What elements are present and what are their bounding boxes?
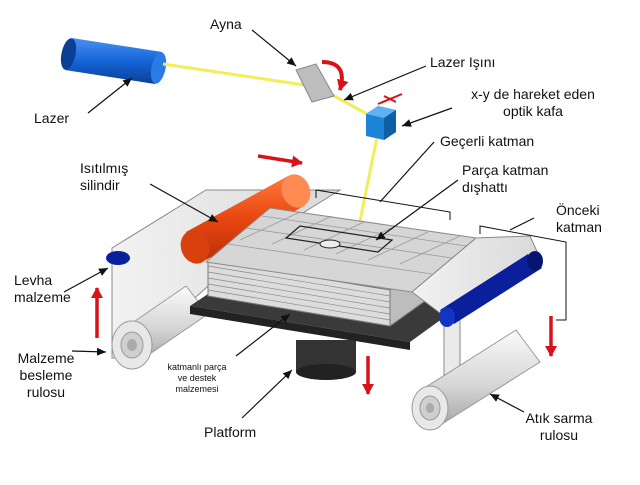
label-current-layer: Geçerli katman	[440, 133, 535, 149]
label-heated-roller: Isıtılmış silindir	[80, 160, 129, 193]
previous-layer-bracket	[479, 225, 567, 321]
right-guide-roller	[439, 251, 543, 327]
current-layer-bracket	[315, 189, 451, 220]
label-mirror: Ayna	[210, 16, 242, 32]
left-guide-roller	[106, 251, 130, 265]
label-part-outline: Parça katman dışhattı	[462, 162, 549, 195]
leader-lines	[63, 29, 535, 419]
current-layer-sheet	[204, 207, 478, 293]
label-previous-layer: Önceki katman	[556, 202, 602, 235]
label-optical-head: x-y de hareket eden optik kafa	[471, 86, 595, 119]
label-laser: Lazer	[34, 110, 70, 126]
label-platform: Platform	[204, 424, 257, 440]
mirror-rotation-arrow	[321, 60, 349, 91]
heated-roller	[180, 174, 311, 264]
label-sheet-material: Levha malzeme	[14, 272, 71, 305]
optical-head	[366, 106, 396, 140]
label-layered-part: katmanlı parça ve destek malzemesi	[167, 362, 227, 394]
roller-motion-arrow	[257, 154, 303, 168]
mirror	[295, 63, 335, 103]
xy-motion-arrows	[377, 93, 403, 105]
platform-stack	[190, 251, 468, 380]
label-laser-beam: Lazer Işını	[430, 54, 496, 70]
label-takeup-roll: Atık sarma rulosu	[525, 410, 593, 443]
label-feed-roll: Malzeme besleme rulosu	[17, 350, 75, 400]
takeup-roll	[411, 329, 541, 431]
laser-cylinder	[60, 38, 167, 84]
